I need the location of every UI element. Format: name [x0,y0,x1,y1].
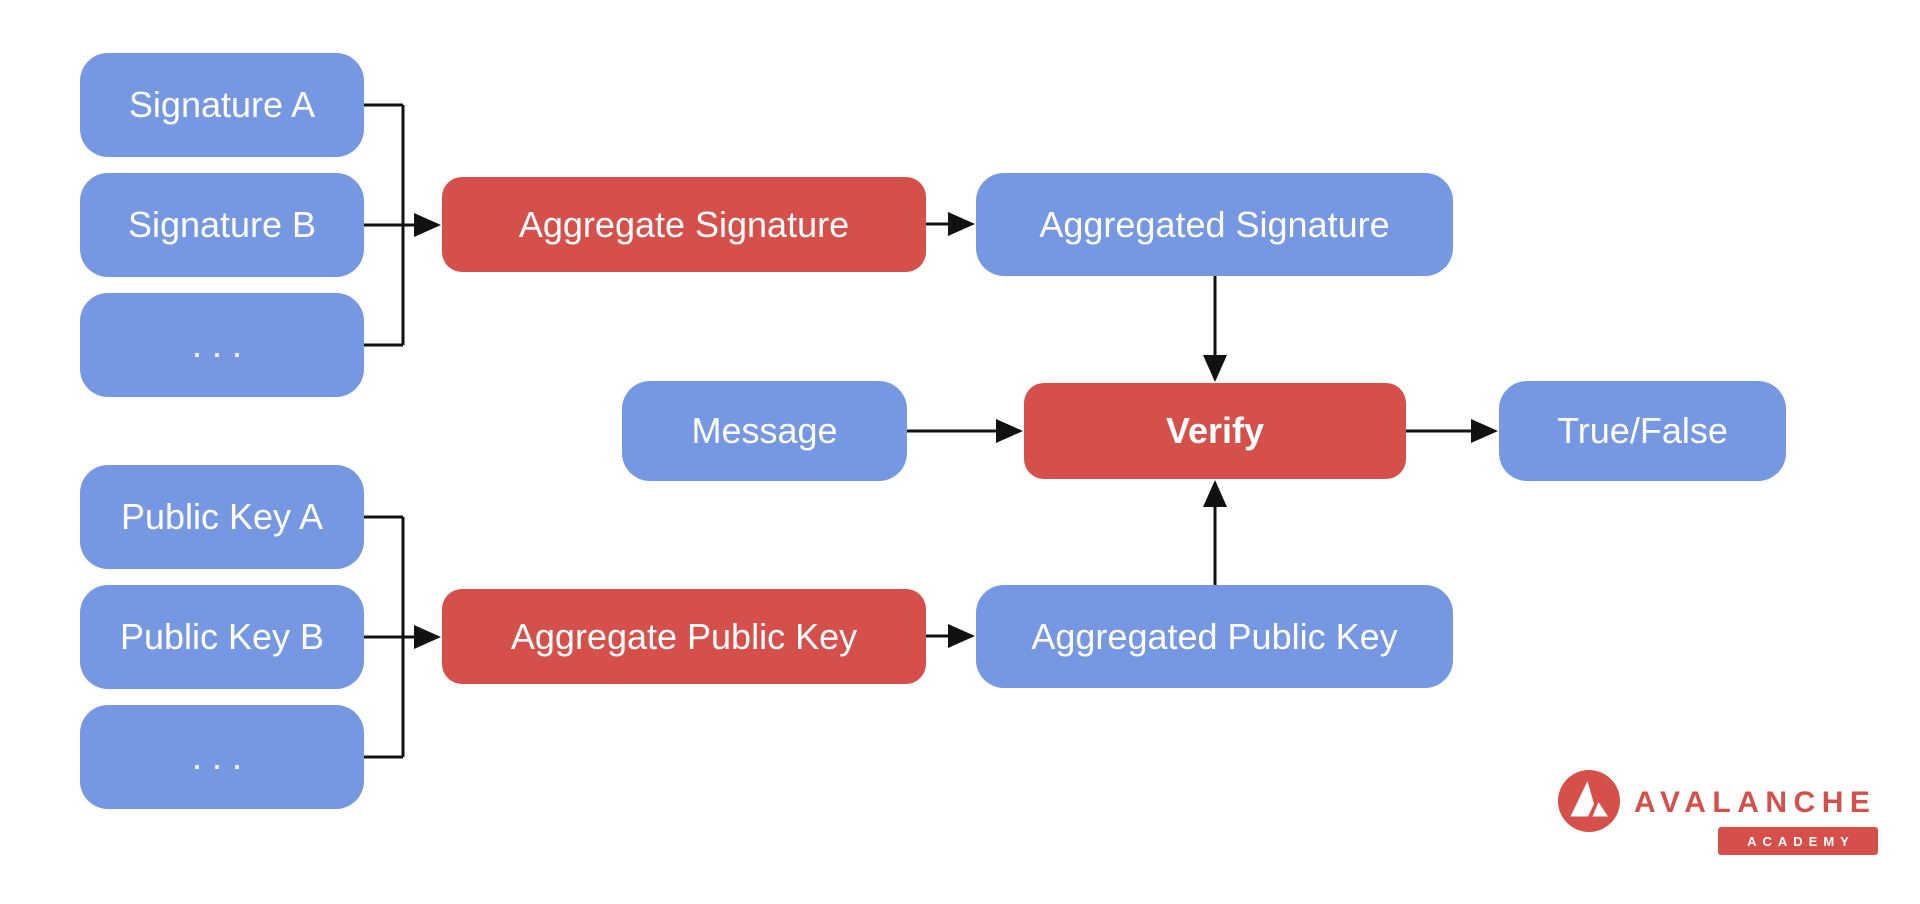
academy-badge: ACADEMY [1718,827,1878,855]
node-aggregate-signature-label: Aggregate Signature [518,203,850,245]
node-public-key-a: Public Key A [80,465,364,569]
node-aggregated-public-key-label: Aggregated Public Key [1031,615,1398,657]
node-message: Message [622,381,907,481]
node-message-label: Message [691,410,838,451]
node-public-key-more: ... [80,705,364,809]
node-aggregated-signature-label: Aggregated Signature [1039,203,1390,245]
node-true-false-label: True/False [1557,410,1728,451]
node-public-key-a-label: Public Key A [120,496,324,537]
node-signature-a: Signature A [80,53,364,157]
node-verify: Verify [1024,383,1406,479]
academy-badge-label: ACADEMY [1747,833,1855,849]
node-aggregated-public-key: Aggregated Public Key [976,585,1453,688]
node-signature-more: ... [80,293,364,397]
node-signature-a-label: Signature A [128,84,316,125]
avalanche-academy-logo: AVALANCHE ACADEMY [1552,766,1892,862]
node-signature-b: Signature B [80,173,364,277]
node-verify-label: Verify [1165,410,1265,451]
node-aggregate-public-key-label: Aggregate Public Key [510,615,858,657]
node-aggregate-public-key: Aggregate Public Key [442,589,926,684]
avalanche-logo-icon [1558,770,1620,832]
node-true-false: True/False [1499,381,1786,481]
node-public-key-more-label: ... [191,736,252,777]
node-signature-more-label: ... [191,324,252,365]
node-public-key-b-label: Public Key B [119,616,325,657]
node-aggregate-signature: Aggregate Signature [442,177,926,272]
node-aggregated-signature: Aggregated Signature [976,173,1453,276]
node-signature-b-label: Signature B [127,204,317,245]
node-public-key-b: Public Key B [80,585,364,689]
avalanche-wordmark: AVALANCHE [1634,786,1877,819]
